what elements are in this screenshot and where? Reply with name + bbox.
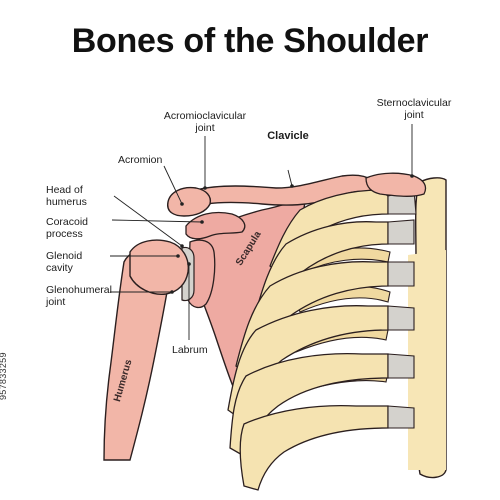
label-glenoid-cavity: Glenoid cavity — [46, 250, 82, 274]
label-sternoclavicular-line2: joint — [404, 109, 424, 121]
label-head-of-humerus-line1: Head of — [46, 184, 83, 196]
label-coracoid-process: Coracoid process — [46, 216, 88, 240]
label-acromioclavicular-line2: joint — [195, 122, 215, 134]
label-head-of-humerus: Head of humerus — [46, 184, 87, 208]
label-sternoclavicular-line1: Sternoclavicular — [376, 97, 452, 109]
label-glenoid-line2: cavity — [46, 262, 73, 274]
acromion-bone — [167, 186, 212, 217]
sternum-body — [408, 250, 446, 470]
humerus-head — [129, 239, 189, 295]
label-glenohumeral-line2: joint — [46, 296, 66, 308]
label-acromioclavicular-joint: Acromioclavicular joint — [160, 110, 250, 134]
label-acromioclavicular-line1: Acromioclavicular — [163, 110, 247, 122]
coracoid-bone — [185, 211, 246, 240]
label-clavicle: Clavicle — [267, 130, 309, 142]
label-coracoid-line2: process — [46, 228, 83, 240]
label-head-of-humerus-line2: humerus — [46, 196, 87, 208]
label-glenohumeral-joint: Glenohumeral joint — [46, 284, 112, 308]
side-credit-number: 957833259 — [0, 352, 8, 400]
diagram-title: Bones of the Shoulder — [71, 22, 429, 60]
label-glenoid-line1: Glenoid — [46, 250, 83, 262]
glenoid-bone — [187, 239, 216, 309]
label-acromion: Acromion — [118, 154, 163, 166]
front-ribs — [227, 189, 389, 491]
label-labrum: Labrum — [172, 344, 208, 356]
leader-dots — [170, 174, 414, 294]
leader-lines — [110, 124, 413, 340]
label-sternoclavicular-joint: Sternoclavicular joint — [372, 97, 456, 121]
sternoclavicular-cap — [365, 172, 427, 197]
label-glenohumeral-line1: Glenohumeral — [46, 284, 112, 296]
label-coracoid-line1: Coracoid — [46, 216, 89, 228]
